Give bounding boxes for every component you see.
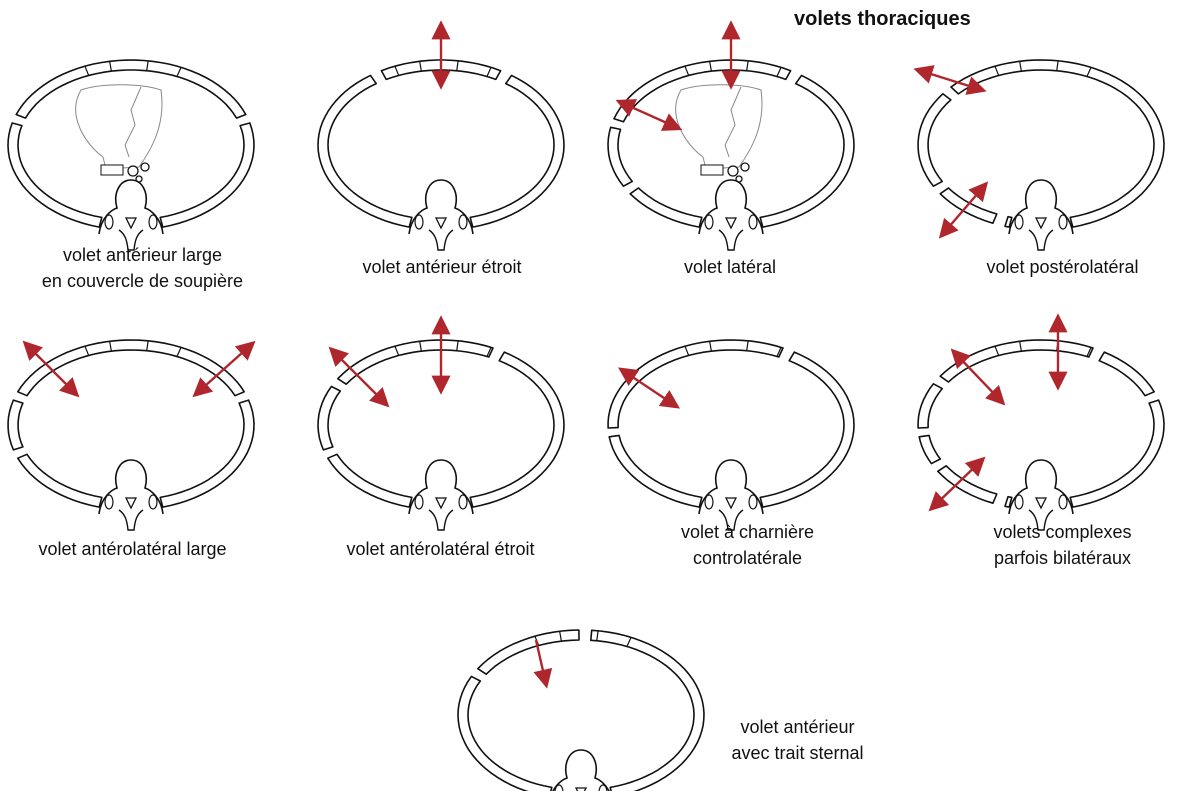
flail-panel-anterolateral-narrow [310,310,572,520]
vertebra-icon [409,460,473,530]
rib-segment [938,466,997,503]
rib-segment [608,340,783,428]
flail-panel-contralateral-hinge [600,320,862,520]
caption-anterolateral-narrow: volet antérolatéral étroit [313,536,568,562]
rib-cage-icon [600,320,862,520]
rib-segment [630,188,702,227]
rib-segment [1099,352,1154,396]
rib-segment [478,630,579,674]
caption-anterolateral-wide: volet antérolatéral large [0,536,265,562]
rib-cage-icon [450,610,712,791]
heart-icon [76,85,162,182]
rib-segment [318,386,340,450]
rib-cage-icon [0,320,262,520]
flail-panel-lateral [600,20,862,240]
posterior-arrow-icon [932,460,982,508]
rib-cage-icon [310,20,572,240]
vertebra-icon [99,180,163,250]
heart-icon [676,85,762,182]
rib-segment [608,127,632,186]
rib-segment [458,676,552,791]
rib-segment [160,400,254,507]
caption-contralateral-hinge: volet à charnière controlatérale [640,519,855,571]
vertebra-icon [1009,180,1073,250]
rib-segment [918,94,951,186]
rib-segment [609,435,702,507]
rib-segment [951,60,1164,227]
rib-segment [18,340,244,396]
caption-sternal: volet antérieur avec trait sternal [700,714,895,766]
rib-cage-icon [310,310,572,520]
rib-cage-icon [910,310,1172,520]
flail-panel-posterolateral [910,50,1172,240]
vertebra-icon [699,180,763,250]
rib-segment [8,400,23,450]
rib-segment [328,454,412,507]
rib-cage-icon [910,50,1172,240]
lateral-arrow-icon [620,102,678,128]
rib-segment [919,435,940,463]
vertebra-icon [409,180,473,250]
vertebra-icon [549,750,613,791]
flail-panel-anterior-narrow [310,20,572,240]
rib-segment [760,352,854,507]
rib-segment [1070,400,1164,507]
vertebra-icon [99,460,163,530]
rib-segment [470,352,564,507]
rib-segment [470,75,564,227]
rib-segment [160,123,254,227]
rib-segment [760,75,854,227]
rib-cage-icon [0,50,262,240]
caption-posterolateral: volet postérolatéral [955,254,1170,280]
flail-panel-sternal [450,610,712,791]
rib-segment [318,75,412,227]
rib-segment [918,384,942,428]
rib-segment [8,123,102,227]
rib-segment [591,630,704,791]
sternal-arrow-icon [536,640,546,684]
caption-anterior-narrow: volet antérieur étroit [318,254,566,280]
caption-anterior-wide: volet antérieur large en couvercle de so… [0,242,285,294]
flail-panel-anterior-wide [0,50,262,240]
rib-segment [18,454,102,507]
flail-panel-anterolateral-wide [0,320,262,520]
rib-cage-icon [600,20,862,240]
flail-panel-complex [910,310,1172,520]
rib-segment [614,60,791,122]
caption-complex: volets complexes parfois bilatéraux [955,519,1170,571]
caption-lateral: volet latéral [620,254,840,280]
